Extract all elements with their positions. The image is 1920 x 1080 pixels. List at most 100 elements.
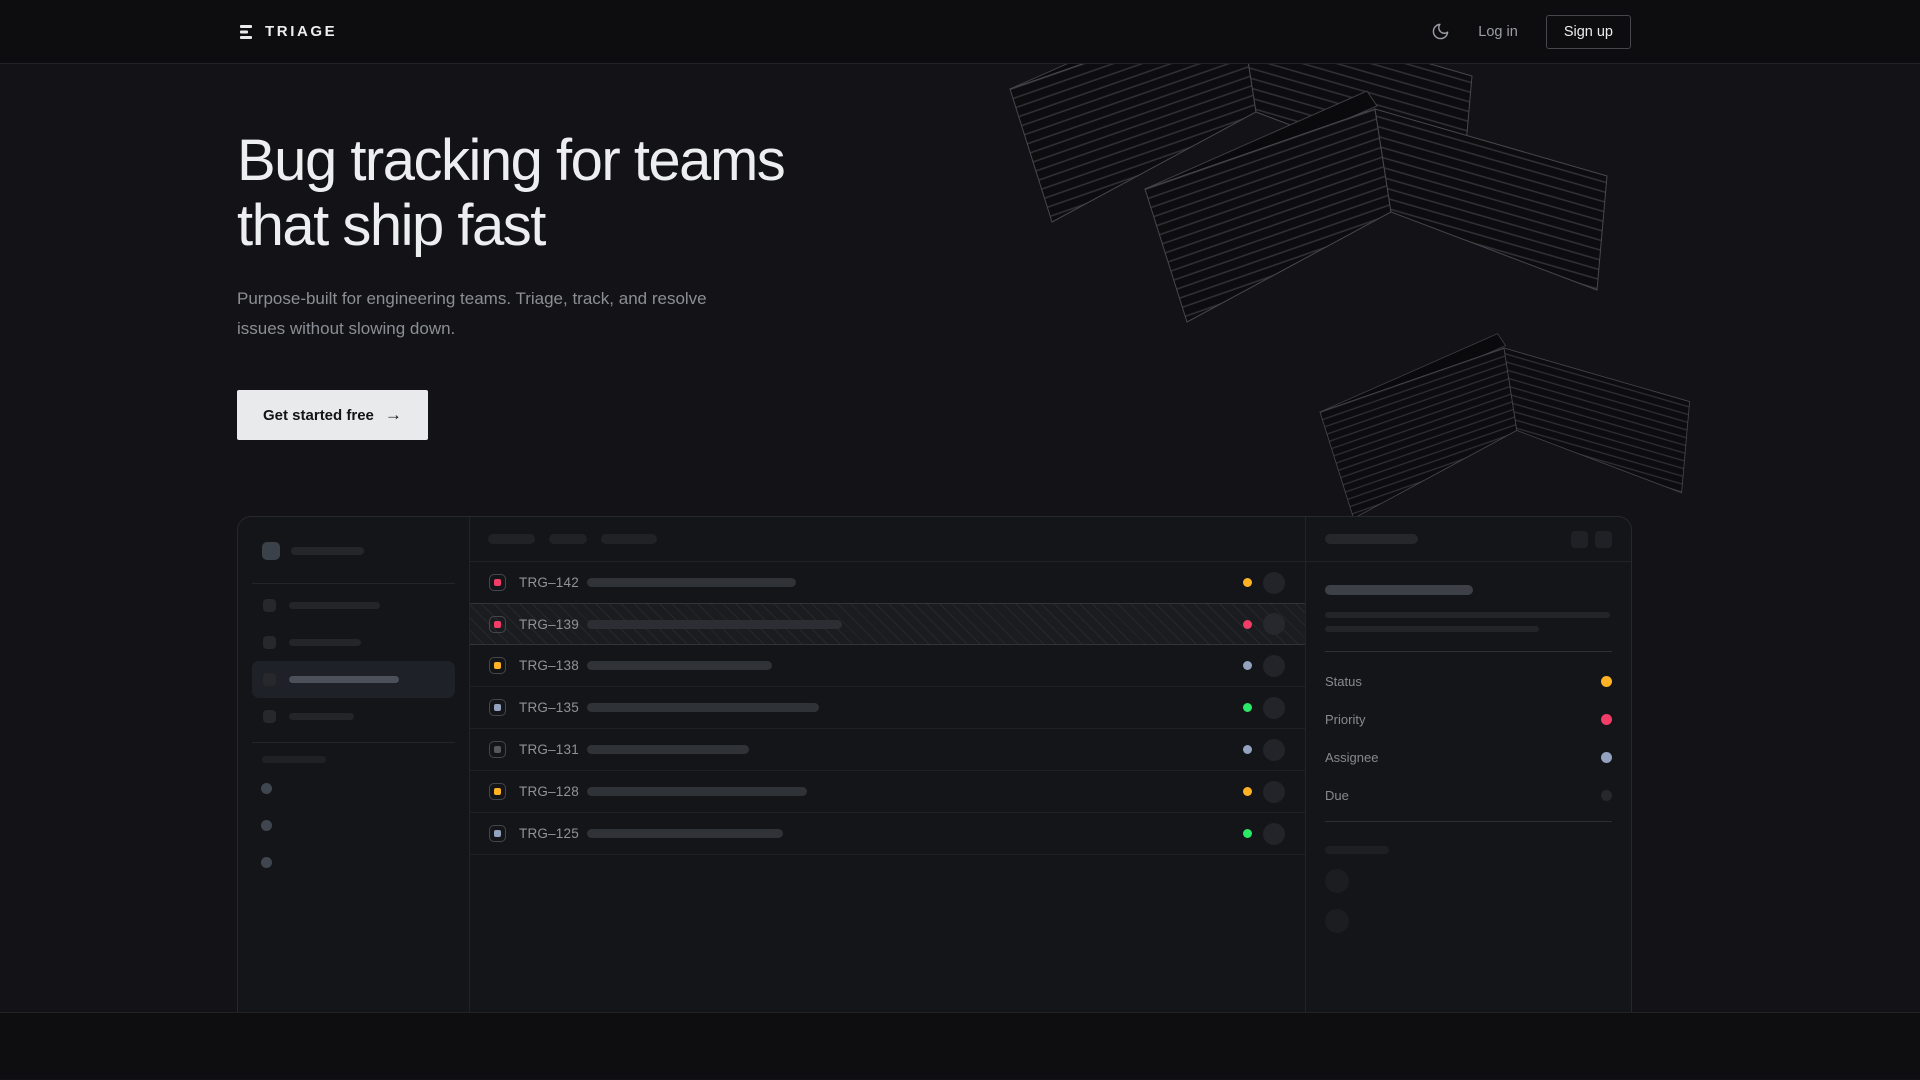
sidebar-item[interactable] xyxy=(252,698,455,735)
issue-checkbox-icon[interactable] xyxy=(489,699,506,716)
detail-divider xyxy=(1325,651,1612,652)
detail-divider xyxy=(1325,821,1612,822)
header-container: TRIAGE Log in Sign up xyxy=(0,0,1920,63)
issue-id: TRG–135 xyxy=(519,700,587,715)
issue-checkbox-icon[interactable] xyxy=(489,574,506,591)
priority-swatch xyxy=(494,746,501,753)
activity-label-skeleton xyxy=(1325,846,1389,854)
sidebar-dot xyxy=(261,783,272,794)
assignee-avatar[interactable] xyxy=(1263,739,1285,761)
priority-swatch xyxy=(494,621,501,628)
priority-swatch xyxy=(494,704,501,711)
issue-row[interactable]: TRG–135 xyxy=(470,687,1305,729)
status-dot xyxy=(1243,620,1252,629)
issue-title-skeleton xyxy=(587,829,783,838)
property-value-dot xyxy=(1601,790,1612,801)
issue-title-skeleton xyxy=(587,620,842,629)
assignee-avatar[interactable] xyxy=(1263,823,1285,845)
issue-id: TRG–138 xyxy=(519,658,587,673)
sidebar-divider xyxy=(252,583,455,584)
sidebar-item[interactable] xyxy=(252,624,455,661)
sidebar-item[interactable] xyxy=(252,587,455,624)
detail-action-button[interactable] xyxy=(1571,531,1588,548)
hero-subtitle: Purpose-built for engineering teams. Tri… xyxy=(237,284,727,344)
nav-icon-placeholder xyxy=(263,636,276,649)
brand[interactable]: TRIAGE xyxy=(237,23,337,41)
priority-swatch xyxy=(494,830,501,837)
filter-pill-skeleton[interactable] xyxy=(488,534,535,544)
issue-title-skeleton xyxy=(587,703,819,712)
status-dot xyxy=(1243,829,1252,838)
property-label: Priority xyxy=(1325,712,1365,727)
detail-header-actions xyxy=(1571,531,1612,548)
issue-title-skeleton xyxy=(587,578,796,587)
skeleton-bar xyxy=(291,547,364,555)
detail-title-skeleton xyxy=(1325,534,1418,544)
theme-toggle-button[interactable] xyxy=(1431,22,1450,41)
issue-id: TRG–128 xyxy=(519,784,587,799)
header-nav: Log in Sign up xyxy=(1431,15,1631,49)
assignee-avatar[interactable] xyxy=(1263,697,1285,719)
assignee-avatar[interactable] xyxy=(1263,572,1285,594)
issue-checkbox-icon[interactable] xyxy=(489,616,506,633)
filter-pill-skeleton[interactable] xyxy=(601,534,657,544)
triage-logo-icon xyxy=(237,23,255,41)
property-row[interactable]: Assignee xyxy=(1325,738,1612,776)
sidebar-dot xyxy=(261,857,272,868)
skeleton-bar xyxy=(289,713,354,720)
status-dot xyxy=(1243,703,1252,712)
assignee-avatar[interactable] xyxy=(1263,781,1285,803)
brand-name: TRIAGE xyxy=(265,23,337,40)
property-row[interactable]: Due xyxy=(1325,776,1612,814)
issue-row[interactable]: TRG–138 xyxy=(470,645,1305,687)
site-header: TRIAGE Log in Sign up xyxy=(0,0,1920,64)
issue-checkbox-icon[interactable] xyxy=(489,825,506,842)
nav-icon-placeholder xyxy=(263,710,276,723)
signup-button[interactable]: Sign up xyxy=(1546,15,1631,49)
login-link[interactable]: Log in xyxy=(1478,24,1518,40)
property-row[interactable]: Status xyxy=(1325,662,1612,700)
get-started-button[interactable]: Get started free → xyxy=(237,390,428,440)
activity-avatar-skeleton xyxy=(1325,869,1349,893)
status-dot xyxy=(1243,578,1252,587)
section-label-skeleton xyxy=(262,756,326,763)
list-header xyxy=(470,517,1305,562)
issue-checkbox-icon[interactable] xyxy=(489,657,506,674)
filter-pill-skeleton[interactable] xyxy=(549,534,587,544)
skeleton-bar xyxy=(289,676,399,683)
app-mockup: TRG–142 TRG–139 xyxy=(237,516,1632,1013)
assignee-avatar[interactable] xyxy=(1263,613,1285,635)
issue-row-selected[interactable]: TRG–139 xyxy=(470,603,1305,645)
issue-id: TRG–125 xyxy=(519,826,587,841)
issue-row[interactable]: TRG–125 xyxy=(470,813,1305,855)
issue-row[interactable]: TRG–128 xyxy=(470,771,1305,813)
moon-icon xyxy=(1431,22,1450,41)
workspace-switcher[interactable] xyxy=(262,542,469,560)
workspace-avatar xyxy=(262,542,280,560)
issue-row[interactable]: TRG–142 xyxy=(470,562,1305,604)
sidebar-item-active[interactable] xyxy=(252,661,455,698)
hero-section: Bug tracking for teams that ship fast Pu… xyxy=(0,64,1920,1013)
site-footer xyxy=(0,1013,1920,1079)
arrow-right-icon: → xyxy=(385,405,402,425)
issue-row[interactable]: TRG–131 xyxy=(470,729,1305,771)
skeleton-bar xyxy=(289,602,380,609)
issue-title-skeleton xyxy=(587,661,772,670)
issue-checkbox-icon[interactable] xyxy=(489,741,506,758)
cta-label: Get started free xyxy=(263,407,374,424)
hero-title-line2: that ship fast xyxy=(237,193,545,258)
issue-checkbox-icon[interactable] xyxy=(489,783,506,800)
assignee-avatar[interactable] xyxy=(1263,655,1285,677)
detail-body: Status Priority Assignee xyxy=(1306,562,1631,933)
property-value-dot xyxy=(1601,714,1612,725)
status-dot xyxy=(1243,745,1252,754)
sidebar-divider xyxy=(252,742,455,743)
property-row[interactable]: Priority xyxy=(1325,700,1612,738)
status-dot xyxy=(1243,661,1252,670)
priority-swatch xyxy=(494,662,501,669)
sidebar-nav xyxy=(238,587,469,735)
detail-action-button[interactable] xyxy=(1595,531,1612,548)
detail-header xyxy=(1306,517,1631,562)
issue-title-skeleton xyxy=(587,787,807,796)
